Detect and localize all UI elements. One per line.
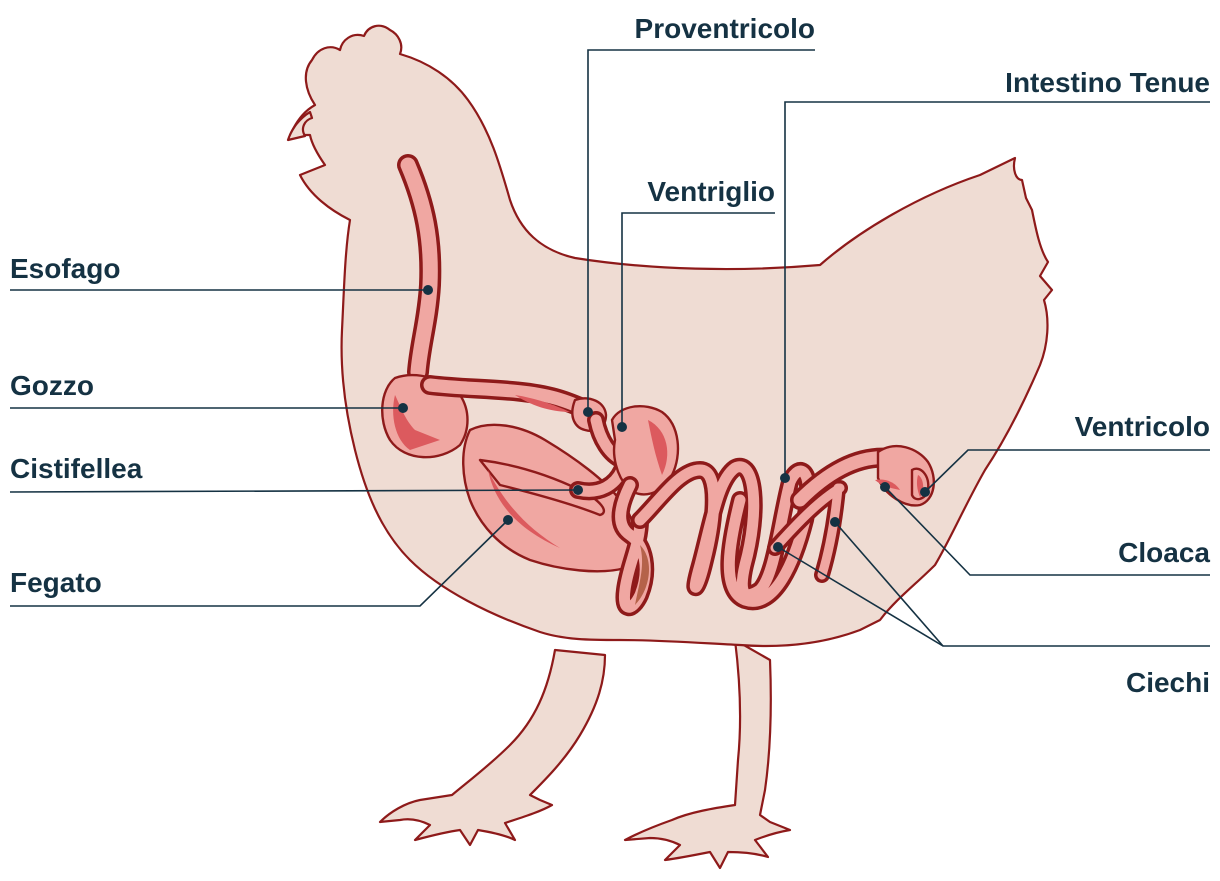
- label-esofago: Esofago: [10, 253, 120, 284]
- label-ventriglio: Ventriglio: [647, 176, 775, 207]
- dot-intestino-tenue: [780, 473, 790, 483]
- chicken-body: [290, 26, 1052, 646]
- label-fegato: Fegato: [10, 567, 102, 598]
- dot-fegato: [503, 515, 513, 525]
- dot-ventricolo: [920, 487, 930, 497]
- dot-ciechi-a: [773, 542, 783, 552]
- dot-cistifellea: [573, 485, 583, 495]
- leg-left: [380, 650, 605, 845]
- dot-gozzo: [398, 403, 408, 413]
- dot-proventricolo: [583, 407, 593, 417]
- dot-ciechi-b: [830, 517, 840, 527]
- label-cistifellea: Cistifellea: [10, 453, 143, 484]
- label-ciechi: Ciechi: [1126, 667, 1210, 698]
- label-proventricolo: Proventricolo: [635, 13, 815, 44]
- label-gozzo: Gozzo: [10, 370, 94, 401]
- label-ventricolo: Ventricolo: [1075, 411, 1210, 442]
- label-intestino-tenue: Intestino Tenue: [1005, 67, 1210, 98]
- dot-esofago: [423, 285, 433, 295]
- label-cloaca: Cloaca: [1118, 537, 1210, 568]
- dot-ventriglio: [617, 422, 627, 432]
- leg-right: [625, 640, 790, 868]
- dot-cloaca: [880, 482, 890, 492]
